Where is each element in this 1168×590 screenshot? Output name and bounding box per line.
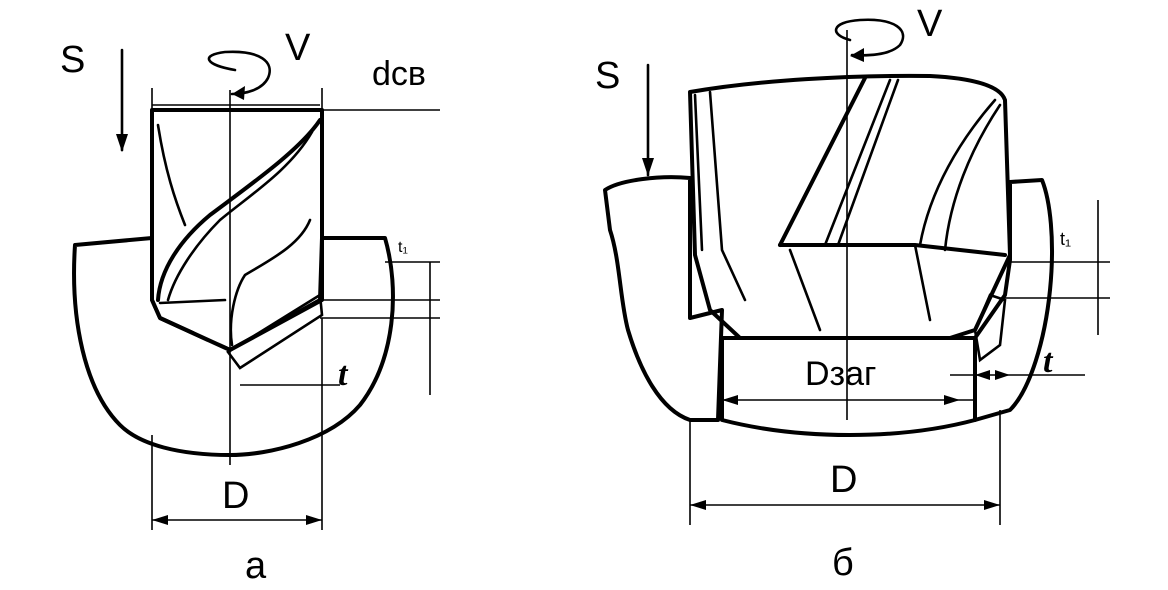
drill-lip-a <box>158 298 227 305</box>
label-V-a: V <box>285 27 311 69</box>
hole-b <box>720 336 977 437</box>
label-V-b: V <box>917 3 943 45</box>
label-t-a: t <box>338 356 349 393</box>
hole-clear-a <box>155 300 322 385</box>
label-D-a: D <box>222 475 249 517</box>
label-S-b: S <box>595 55 620 97</box>
workpiece-b-right <box>973 178 1055 422</box>
tool-flute-b2 <box>823 78 892 247</box>
tool-b <box>688 73 1012 340</box>
label-D-b: D <box>830 459 857 501</box>
drill-flute-a4 <box>229 218 312 347</box>
feed-arrowhead-a <box>116 134 128 152</box>
figure-a: S V dсв t₁ t D а <box>60 27 440 587</box>
label-t-b: t <box>1043 343 1054 380</box>
tool-flute-b3 <box>836 78 900 247</box>
rotation-arrow-b <box>834 18 905 57</box>
rotation-arrowhead-a <box>232 86 245 100</box>
chip-layer-a <box>226 292 324 370</box>
rotation-arrow-a <box>207 50 271 96</box>
workpiece-b-left <box>603 175 724 422</box>
drill-flute-a3 <box>166 130 314 302</box>
figure-b: S V t₁ t Dзаг D б <box>595 3 1110 584</box>
caption-a: а <box>245 545 267 587</box>
label-Dzag: Dзаг <box>805 355 876 393</box>
drill-flute-a1 <box>156 123 187 227</box>
label-t1-a: t₁ <box>398 239 408 256</box>
label-t1-b: t₁ <box>1060 229 1071 249</box>
tool-flute-b1 <box>778 76 867 247</box>
workpiece-a <box>72 236 395 457</box>
drill-flute-a2 <box>156 118 322 302</box>
label-dcv: dсв <box>372 55 426 93</box>
caption-b: б <box>832 542 854 584</box>
label-S-a: S <box>60 39 85 81</box>
